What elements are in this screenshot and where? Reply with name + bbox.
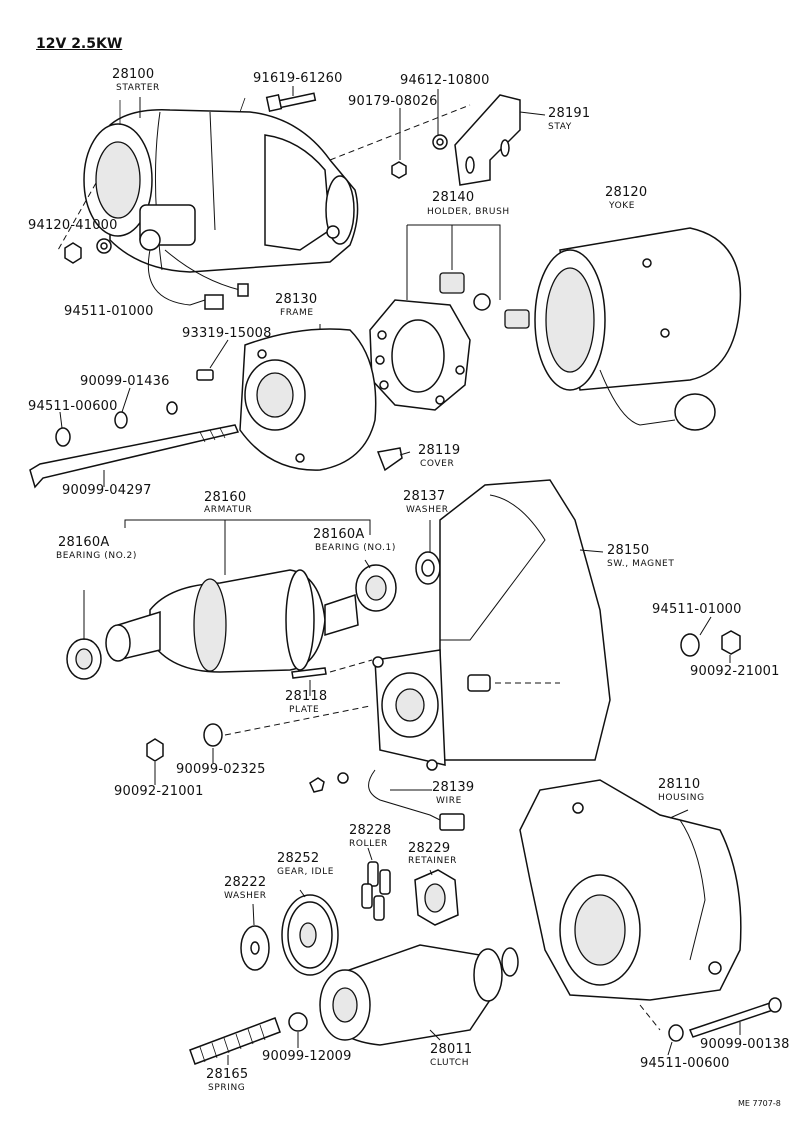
left-nut-washer-drawing — [146, 705, 371, 762]
washer-28222-drawing — [240, 925, 270, 971]
part-number-washer-02325: 90099-02325 — [176, 762, 266, 777]
part-number-washer-stay: 94612-10800 — [400, 73, 490, 88]
part-number-housing: 28110 — [658, 777, 701, 792]
part-number-retainer: 28229 — [408, 841, 451, 856]
part-number-roller: 28228 — [349, 823, 392, 838]
part-number-gear-idle: 28252 — [277, 851, 320, 866]
part-name-housing: HOUSING — [658, 793, 705, 803]
bearings-drawing — [66, 551, 441, 680]
part-number-bearing-2: 28160A — [58, 535, 110, 550]
bolt-top-drawing — [265, 92, 317, 112]
part-name-magnet-switch: SW., MAGNET — [607, 559, 675, 569]
frame-fasteners-drawing — [55, 369, 214, 447]
part-name-starter: STARTER — [116, 83, 160, 93]
part-number-washer-28222: 28222 — [224, 875, 267, 890]
switch-washer-nut-drawing — [680, 630, 741, 657]
brush-holder-drawing — [369, 224, 530, 411]
roller-retainer-drawing — [361, 861, 459, 926]
part-name-bearing-1: BEARING (NO.1) — [315, 543, 396, 553]
spec-header: 12V 2.5KW — [36, 36, 123, 52]
part-number-bearing-1: 28160A — [313, 527, 365, 542]
part-name-yoke: YOKE — [609, 201, 636, 211]
part-number-washer-starter: 94511-01000 — [64, 304, 154, 319]
part-number-nut-sw: 90092-21001 — [690, 664, 780, 679]
part-number-armatur: 28160 — [204, 490, 247, 505]
part-number-washer-frame: 90099-01436 — [80, 374, 170, 389]
leader-lines — [59, 86, 741, 1065]
part-name-washer-28222: WASHER — [224, 891, 267, 901]
part-number-thru-bolt: 90099-04297 — [62, 483, 152, 498]
clutch-drawing — [319, 944, 519, 1046]
magnet-switch-drawing — [372, 479, 611, 771]
idle-gear-drawing — [281, 894, 339, 976]
part-name-bearing-2: BEARING (NO.2) — [56, 551, 137, 561]
starter-nut-washer-drawing — [64, 238, 112, 264]
part-number-clutch: 28011 — [430, 1042, 473, 1057]
yoke-drawing — [534, 227, 742, 431]
part-number-nut-stay: 90179-08026 — [348, 94, 438, 109]
part-number-frame: 28130 — [275, 292, 318, 307]
part-number-cover: 28119 — [418, 443, 461, 458]
drawing-reference: ME 7707-8 — [738, 1099, 781, 1108]
part-number-magnet-switch: 28150 — [607, 543, 650, 558]
part-name-washer-28137: WASHER — [406, 505, 449, 515]
part-number-screw-frame: 93319-15008 — [182, 326, 272, 341]
part-name-gear-idle: GEAR, IDLE — [277, 867, 335, 877]
part-number-holder-brush: 28140 — [432, 190, 475, 205]
part-name-roller: ROLLER — [349, 839, 388, 849]
part-number-washer-28137: 28137 — [403, 489, 446, 504]
part-number-starter: 28100 — [112, 67, 155, 82]
housing-drawing — [519, 779, 742, 1001]
part-number-plate: 28118 — [285, 689, 328, 704]
part-number-washer-thru: 94511-00600 — [28, 399, 118, 414]
cover-drawing — [376, 447, 403, 472]
part-name-spring: SPRING — [208, 1083, 246, 1093]
ball-spring-drawing — [189, 1012, 308, 1065]
frame-drawing — [239, 328, 377, 471]
part-name-plate: PLATE — [289, 705, 320, 715]
part-name-frame: FRAME — [280, 308, 314, 318]
part-number-nut-left: 90092-21001 — [114, 784, 204, 799]
part-name-wire: WIRE — [436, 796, 462, 806]
part-name-holder-brush: HOLDER, BRUSH — [427, 207, 510, 217]
part-number-bolt-top: 91619-61260 — [253, 71, 343, 86]
part-number-yoke: 28120 — [605, 185, 648, 200]
part-number-bolt-housing: 90099-00138 — [700, 1037, 790, 1052]
plate-drawing — [291, 659, 373, 679]
part-name-armatur: ARMATUR — [204, 505, 253, 515]
part-number-wire: 28139 — [432, 780, 475, 795]
thru-bolt-drawing — [29, 424, 240, 489]
part-name-stay: STAY — [548, 122, 572, 132]
part-number-nut-starter: 94120-41000 — [28, 218, 118, 233]
wire-drawing — [309, 769, 465, 831]
housing-bolt-drawing — [639, 997, 782, 1042]
armature-drawing — [105, 569, 359, 673]
part-name-clutch: CLUTCH — [430, 1058, 470, 1068]
part-number-washer-housing: 94511-00600 — [640, 1056, 730, 1071]
part-name-retainer: RETAINER — [408, 856, 458, 866]
stay-drawing — [391, 94, 521, 186]
part-name-cover: COVER — [420, 459, 455, 469]
part-number-ball: 90099-12009 — [262, 1049, 352, 1064]
part-number-spring: 28165 — [206, 1067, 249, 1082]
starter-assembly-drawing — [57, 97, 471, 310]
part-number-washer-sw: 94511-01000 — [652, 602, 742, 617]
part-number-stay: 28191 — [548, 106, 591, 121]
